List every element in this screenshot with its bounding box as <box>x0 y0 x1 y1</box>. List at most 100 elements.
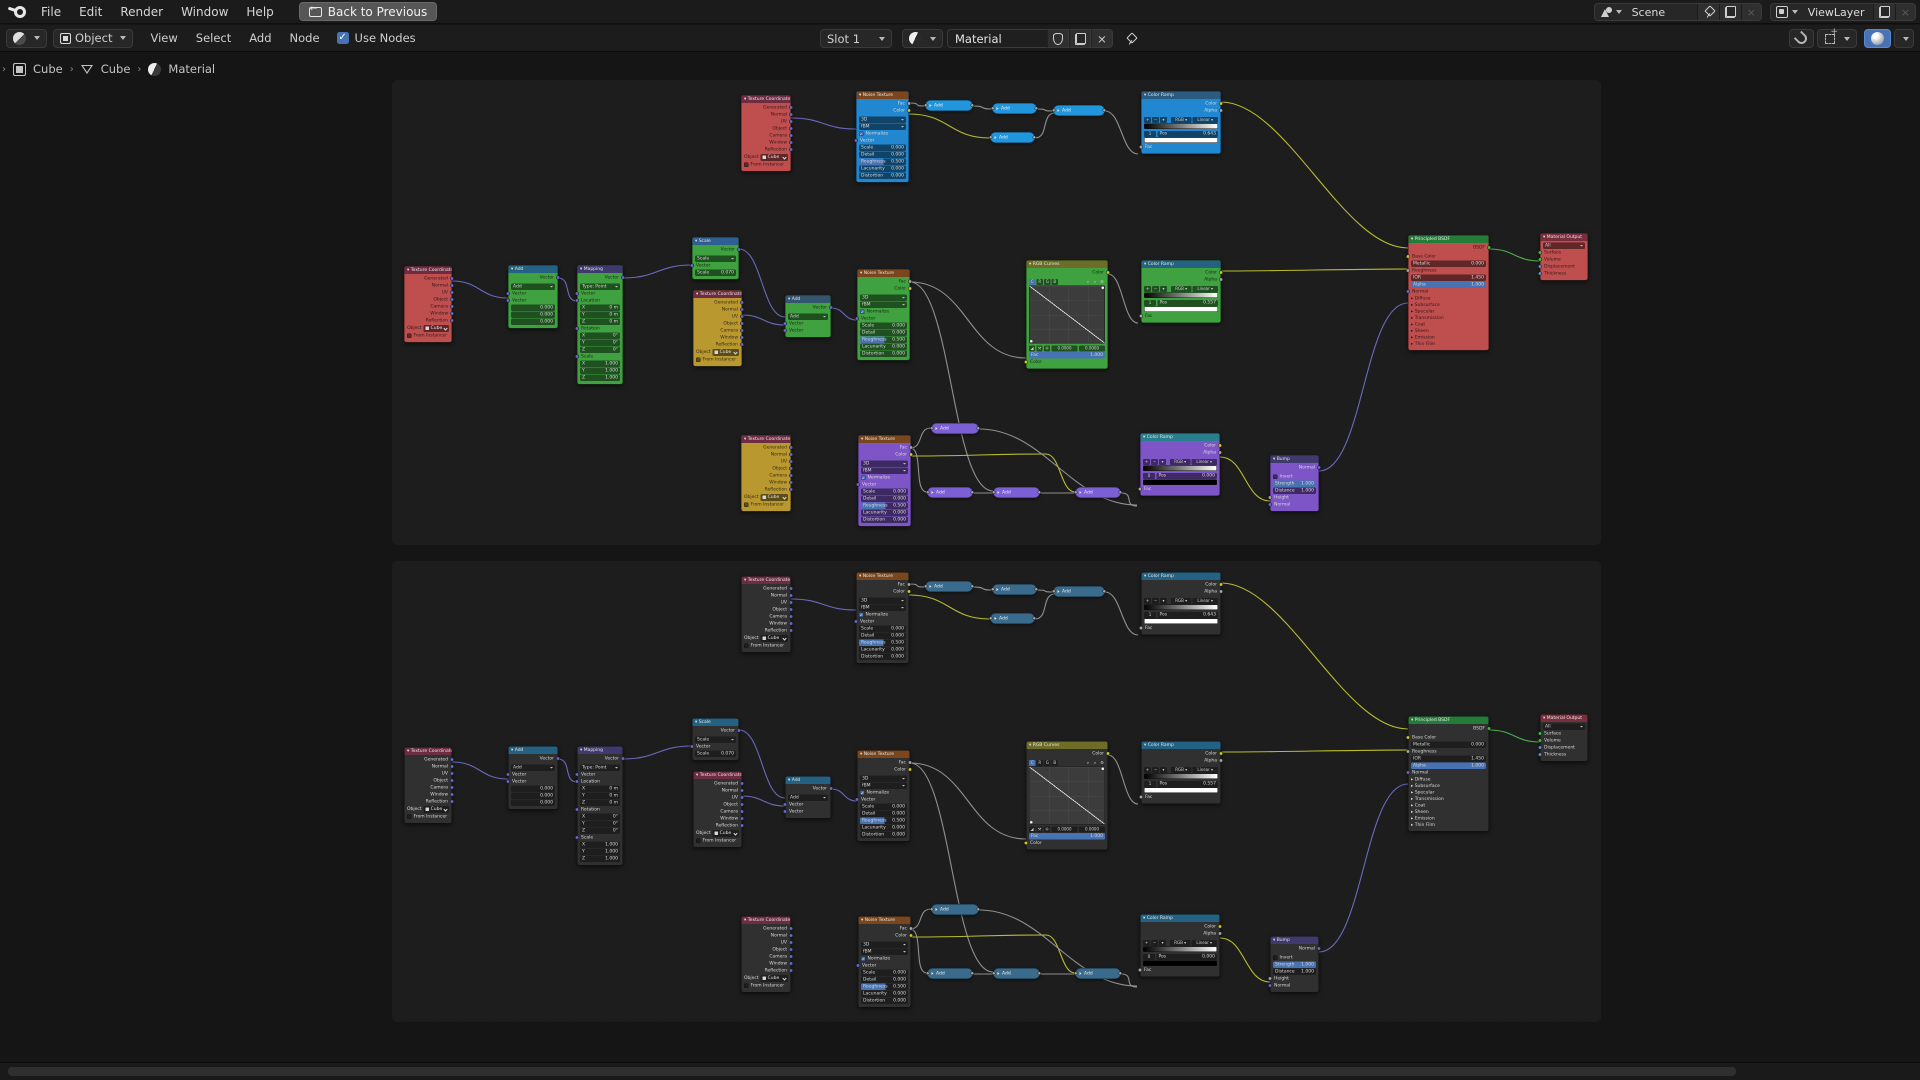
checkbox-normalize[interactable]: ✓Normalize <box>859 131 906 138</box>
object-picker[interactable]: Cube <box>760 974 788 982</box>
checkbox-from-instancer[interactable]: From Instancer <box>407 333 449 340</box>
material-slot-dropdown[interactable]: Slot 1 <box>820 29 892 48</box>
menu-edit[interactable]: Edit <box>79 4 103 19</box>
color-swatch[interactable] <box>1144 137 1218 143</box>
socket-v[interactable] <box>740 809 744 814</box>
socket-f[interactable] <box>1034 587 1038 591</box>
socket-v[interactable] <box>450 311 454 316</box>
colorramp-gradient[interactable] <box>1143 465 1217 471</box>
blender-logo-icon[interactable] <box>7 5 26 19</box>
curve-tools-icon[interactable]: ⚙ <box>1100 279 1104 284</box>
color-swatch[interactable] <box>1144 787 1218 793</box>
node-header[interactable]: ▾ Noise Texture <box>856 91 909 99</box>
socket-f[interactable] <box>908 760 912 765</box>
add-stop-button[interactable]: + <box>1143 458 1150 465</box>
ramp-options-button[interactable]: ▾ <box>1159 939 1166 946</box>
socket-v[interactable] <box>450 778 454 783</box>
colorramp-gradient[interactable] <box>1144 292 1218 298</box>
stop-index-field[interactable]: 0 <box>1143 472 1155 479</box>
wrench-icon[interactable]: ⚒ <box>1036 826 1043 833</box>
node-header[interactable]: ▾ Add <box>785 295 831 303</box>
socket-c[interactable] <box>907 589 911 594</box>
dropdown-type[interactable]: Type: Point <box>580 283 620 290</box>
checkbox-from-instancer[interactable]: From Instancer <box>696 357 739 364</box>
socket-v[interactable] <box>740 328 744 333</box>
socket-v[interactable] <box>789 105 793 110</box>
socket-v[interactable] <box>789 112 793 117</box>
dropdown-fbm[interactable]: fBM <box>860 301 907 308</box>
socket-v[interactable] <box>1406 770 1410 775</box>
socket-f[interactable] <box>1219 758 1223 763</box>
socket-v[interactable] <box>783 809 787 814</box>
remove-stop-button[interactable]: − <box>1151 939 1158 946</box>
socket-c[interactable] <box>1106 270 1110 275</box>
channel-button-b[interactable]: B <box>1051 759 1058 766</box>
node-header[interactable]: ▾ Noise Texture <box>857 269 910 277</box>
socket-f[interactable] <box>1138 968 1142 972</box>
node-header[interactable]: ▾ Noise Texture <box>856 572 909 580</box>
viewlayer-copy-button[interactable] <box>1872 4 1895 20</box>
socket-v[interactable] <box>575 807 579 812</box>
editor-type-button[interactable] <box>6 28 47 48</box>
section-transmission[interactable]: ▸ Transmission <box>1411 315 1486 321</box>
socket-v[interactable] <box>575 354 579 359</box>
dropdown-all[interactable]: All <box>1543 242 1585 249</box>
socket-c[interactable] <box>1024 360 1028 364</box>
socket-v[interactable] <box>789 968 793 973</box>
object-picker[interactable]: Cube <box>760 634 788 642</box>
dropdown-3d[interactable]: 3D <box>860 294 907 301</box>
color-swatch[interactable] <box>1144 618 1218 624</box>
socket-f[interactable] <box>1406 749 1410 754</box>
socket-v[interactable] <box>450 764 454 769</box>
node-collapsed-mixP4[interactable]: Add <box>1074 487 1122 498</box>
snap-icon[interactable]: ✣ <box>1044 345 1050 352</box>
socket-f[interactable] <box>1052 108 1056 112</box>
socket-v[interactable] <box>783 321 787 326</box>
interpolation-dropdown[interactable]: Linear ▾ <box>1192 285 1218 292</box>
socket-f[interactable] <box>1139 626 1143 630</box>
dropdown-fbm[interactable]: fBM <box>859 604 906 611</box>
node-header[interactable]: ▾ Color Ramp <box>1141 91 1221 99</box>
add-stop-button[interactable]: + <box>1143 939 1150 946</box>
checkbox-normalize[interactable]: ✓Normalize <box>859 612 906 619</box>
socket-f[interactable] <box>909 445 913 450</box>
color-mode-dropdown[interactable]: RGB ▾ <box>1170 939 1191 946</box>
socket-v[interactable] <box>740 335 744 340</box>
zoom-out-icon[interactable]: ⌕ <box>1093 760 1097 765</box>
socket-f[interactable] <box>1138 487 1142 491</box>
dropdown-3d[interactable]: 3D <box>860 775 907 782</box>
socket-v[interactable] <box>854 619 858 624</box>
socket-f[interactable] <box>907 101 911 106</box>
object-picker[interactable]: Cube <box>423 805 449 813</box>
socket-c[interactable] <box>1218 443 1222 448</box>
add-stop-button[interactable]: + <box>1144 285 1151 292</box>
socket-v[interactable] <box>789 126 793 131</box>
socket-v[interactable] <box>789 133 793 138</box>
socket-f[interactable] <box>1037 490 1041 494</box>
chevron-right-icon[interactable]: › <box>2 63 6 75</box>
socket-c[interactable] <box>1219 270 1223 275</box>
node-collapsed-mixB3[interactable]: Add <box>989 613 1036 624</box>
remove-stop-button[interactable]: − <box>1152 766 1159 773</box>
socket-v[interactable] <box>829 786 833 791</box>
